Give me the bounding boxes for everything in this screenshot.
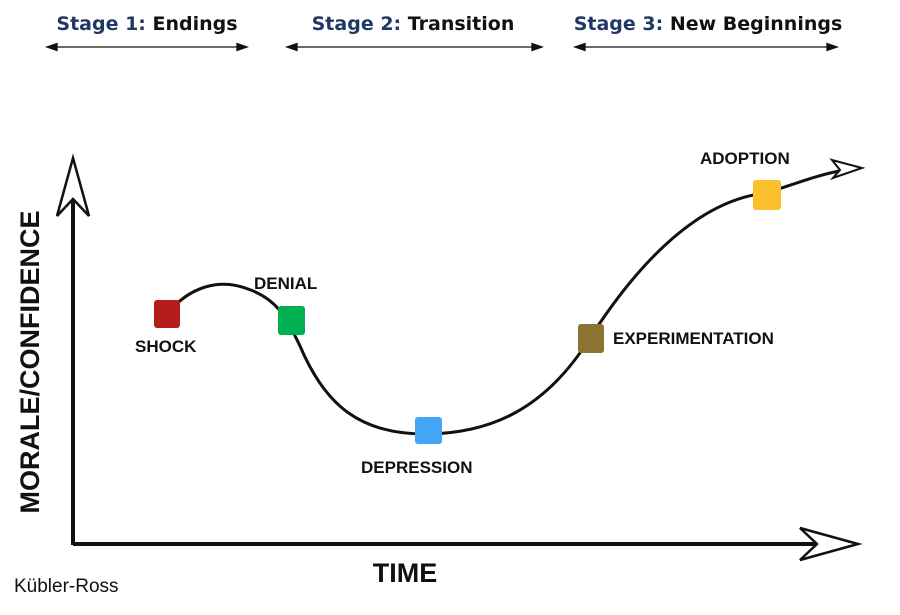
depression-label: DEPRESSION bbox=[361, 458, 472, 477]
stage-2-header: Stage 2: Transition bbox=[312, 13, 515, 35]
x-axis-label: TIME bbox=[373, 558, 438, 588]
stage-1-header: Stage 1: Endings bbox=[56, 13, 237, 35]
experimentation-marker bbox=[578, 324, 604, 353]
adoption-marker bbox=[753, 180, 781, 210]
shock-marker bbox=[154, 300, 180, 328]
stage-3-span-arrow bbox=[573, 42, 839, 52]
change-curve bbox=[165, 168, 846, 436]
stage-2-span-arrow bbox=[285, 42, 544, 52]
y-axis-label: MORALE/CONFIDENCE bbox=[15, 211, 45, 514]
depression-marker bbox=[415, 417, 442, 444]
x-axis-arrow bbox=[73, 526, 863, 562]
experimentation-label: EXPERIMENTATION bbox=[613, 329, 774, 348]
denial-marker bbox=[278, 306, 305, 335]
adoption-label: ADOPTION bbox=[700, 149, 790, 168]
credit-text: Kübler-Ross bbox=[14, 576, 119, 597]
denial-label: DENIAL bbox=[254, 274, 317, 293]
stage-1-span-arrow bbox=[45, 42, 249, 52]
shock-label: SHOCK bbox=[135, 337, 197, 356]
y-axis-arrow bbox=[55, 153, 91, 545]
stage-3-header: Stage 3: New Beginnings bbox=[574, 13, 843, 35]
curve-end-arrowhead bbox=[829, 158, 866, 181]
